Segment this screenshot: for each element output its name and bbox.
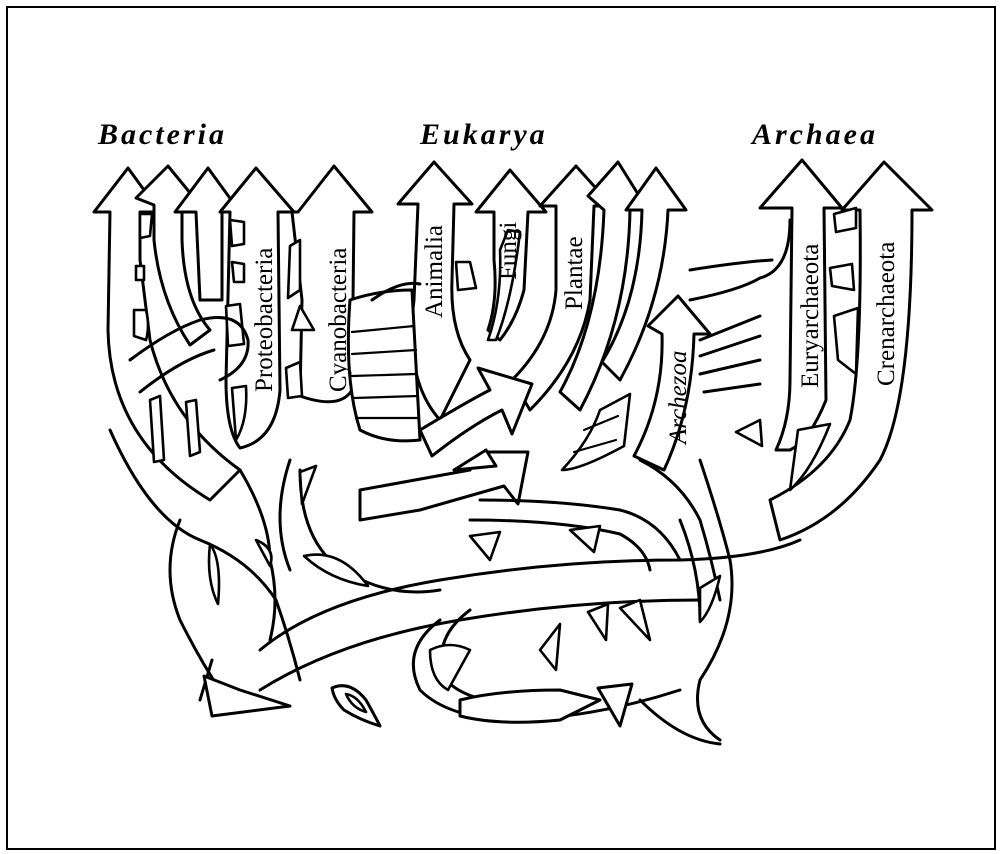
branch-label-animalia: Animalia: [421, 225, 448, 318]
branch-label-fungi: Fungi: [495, 222, 522, 280]
branch-label-plantae: Plantae: [561, 236, 588, 310]
branch-label-euryarchaeota: Euryarchaeota: [797, 244, 824, 388]
branch-label-cyanobacteria: Cyanobacteria: [325, 248, 352, 392]
branch-label-crenarchaeota: Crenarchaeota: [873, 242, 900, 386]
domain-label-bacteria: Bacteria: [97, 118, 227, 151]
branch-label-proteobacteria: Proteobacteria: [251, 248, 278, 392]
branch-label-archezoa: Archezoa: [665, 351, 692, 447]
domain-label-archaea: Archaea: [750, 118, 878, 151]
domain-label-eukarya: Eukarya: [419, 118, 548, 151]
